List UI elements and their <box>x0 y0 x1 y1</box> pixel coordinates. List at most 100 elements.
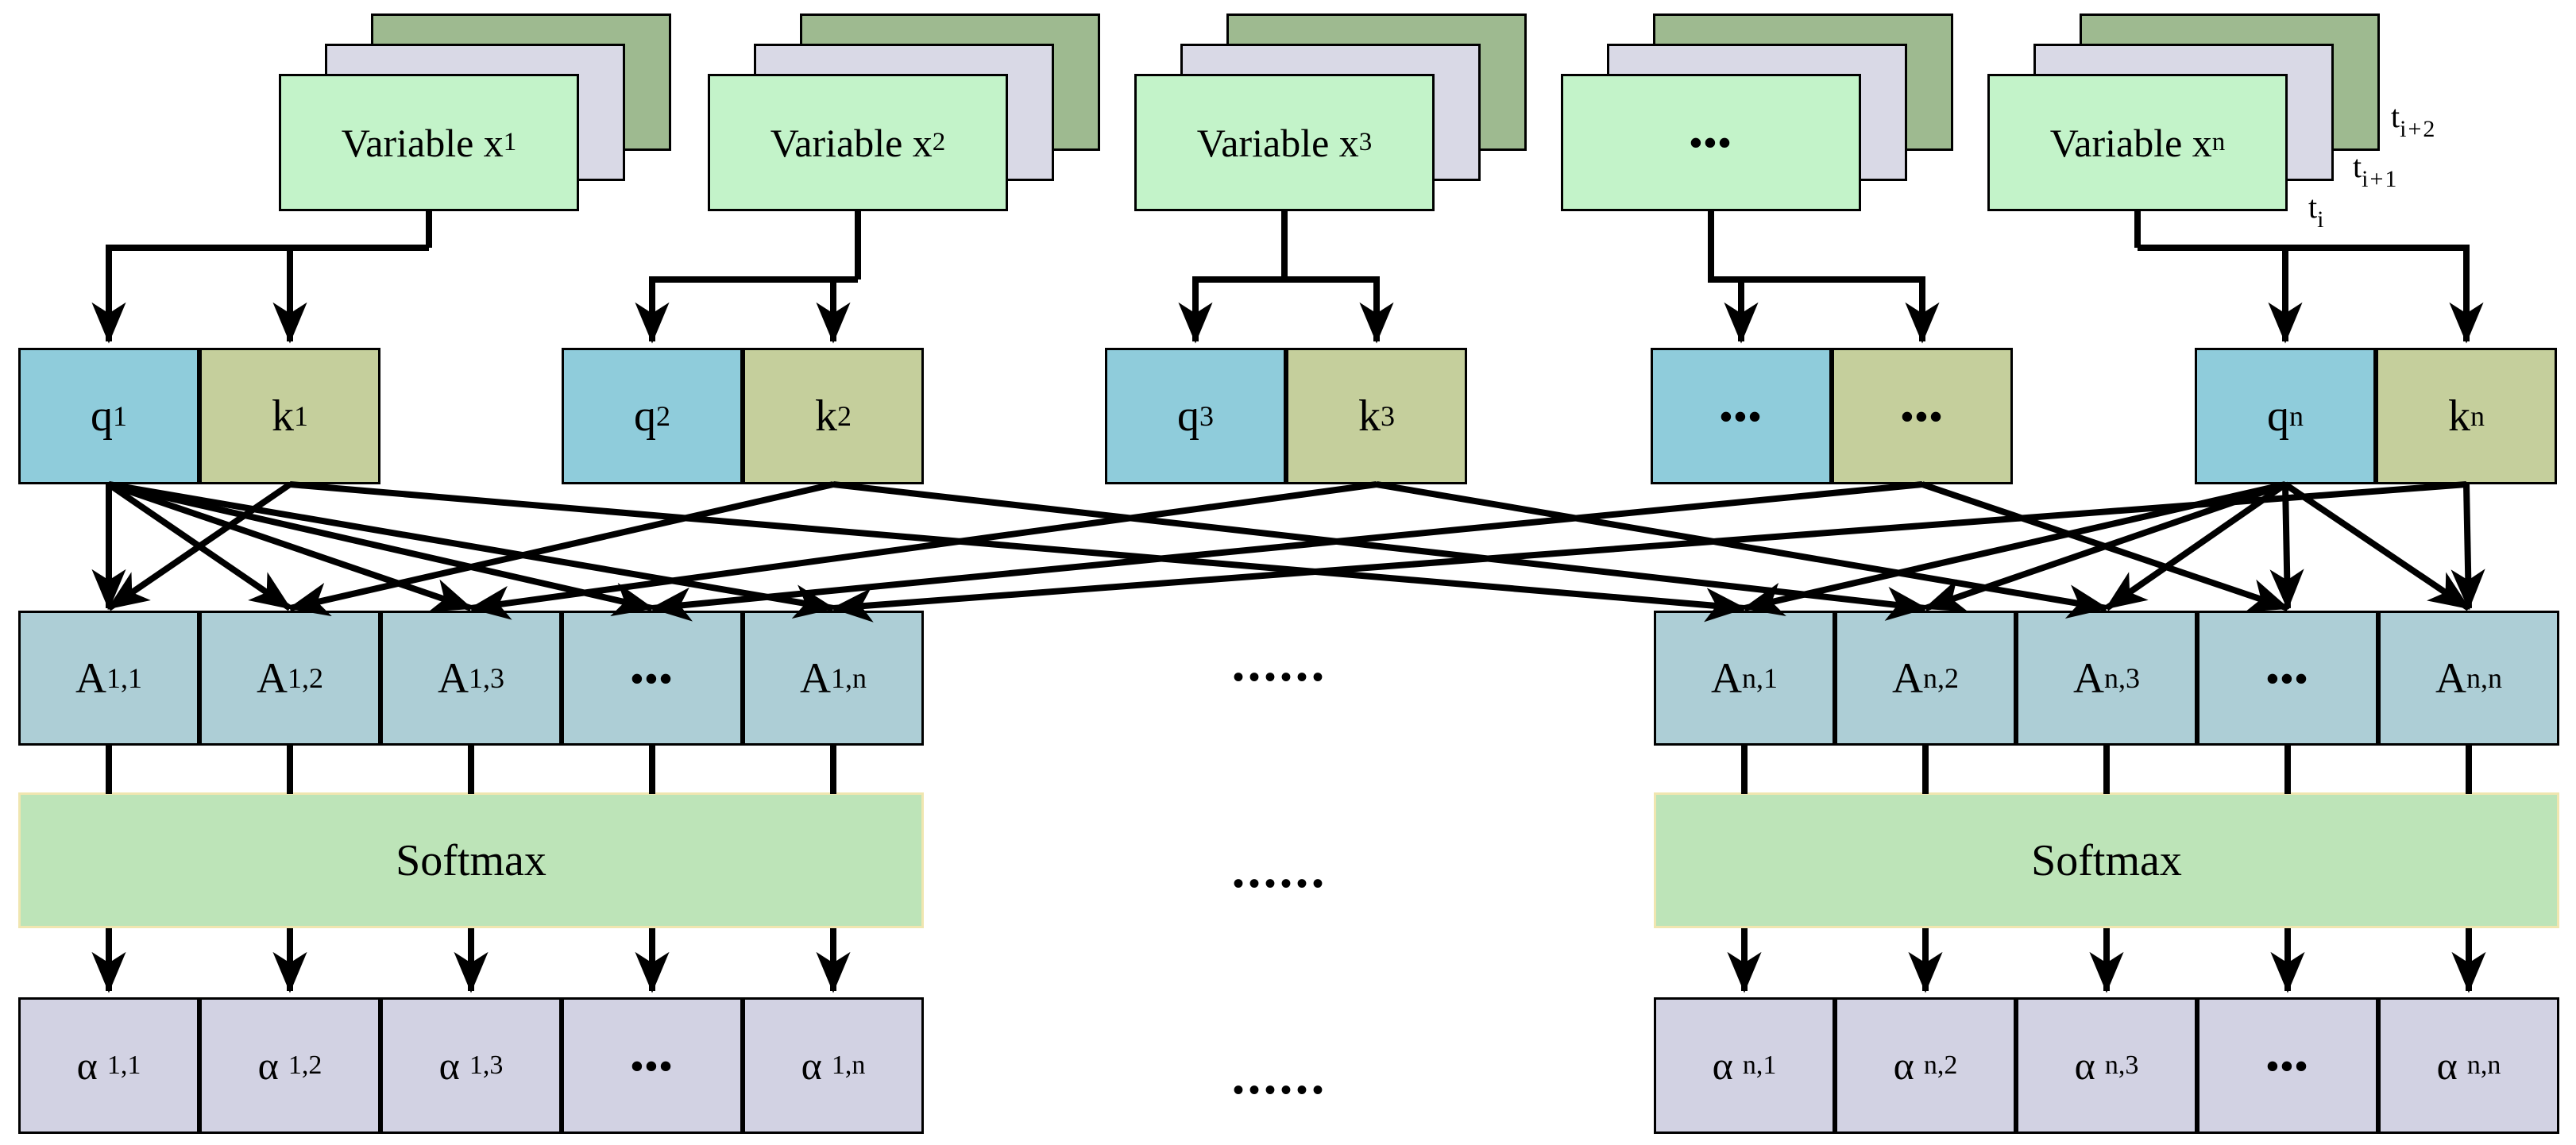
k-superscript: 2 <box>837 400 852 432</box>
k-label: k <box>2448 391 2470 441</box>
ellipsis-dots: ••• <box>630 657 674 699</box>
cell-label: α <box>1712 1043 1733 1088</box>
alpha-cell-nn: α n,n <box>2378 997 2559 1134</box>
cell-label: α <box>438 1043 460 1088</box>
cell-subscript: n,n <box>2466 662 2502 694</box>
card3-elbow <box>1192 210 1380 283</box>
arrow-k3-an3 <box>1376 481 2109 619</box>
key-box-ellipsis: ••• <box>1832 348 2013 484</box>
arrow-kn-a1n <box>831 481 2467 623</box>
q-label: q <box>1177 391 1199 441</box>
cell-subscript: n,n <box>2466 1051 2501 1080</box>
card4-elbow <box>1708 210 1925 283</box>
card2-elbow <box>649 210 861 283</box>
k-superscript: 3 <box>1381 400 1395 432</box>
q-superscript: n <box>2289 400 2304 432</box>
cell-label: α <box>257 1043 279 1088</box>
q-superscript: 2 <box>656 400 670 432</box>
q-superscript: 3 <box>1199 400 1214 432</box>
attention-cell-a1-ellipsis: ••• <box>562 611 743 746</box>
alpha-cell-n-ellipsis: ••• <box>2197 997 2378 1134</box>
card-superscript: n <box>2211 128 2226 156</box>
arrow-k2-a12 <box>288 481 834 617</box>
arrow-qn-an2 <box>1923 481 2287 612</box>
time-label-sub: i <box>2317 206 2326 233</box>
cell-subscript: 1,2 <box>288 1051 322 1080</box>
card-label: Variable x <box>2049 120 2212 165</box>
time-label-base: t <box>2308 189 2318 225</box>
time-label-sub: i+2 <box>2400 116 2437 142</box>
attention-cell-an-ellipsis: ••• <box>2197 611 2378 746</box>
arrow-q1-a13 <box>107 481 473 612</box>
middle-ellipsis-row-softmax: •••••• <box>1232 865 1329 901</box>
cell-subscript: 1,1 <box>106 1051 141 1080</box>
card-superscript: 1 <box>503 128 517 156</box>
cell-subscript: n,2 <box>1923 1051 1958 1080</box>
card-label: Variable x <box>341 120 504 165</box>
k-superscript: 1 <box>294 400 308 432</box>
query-box-ellipsis: ••• <box>1651 348 1832 484</box>
q-label: q <box>2267 391 2289 441</box>
cell-subscript: 1,1 <box>106 662 142 694</box>
cell-label: α <box>1893 1043 1914 1088</box>
k-label: k <box>1358 391 1381 441</box>
cell-subscript: n,3 <box>2104 662 2140 694</box>
k-superscript: n <box>2470 400 2485 432</box>
alpha-cell-n2: α n,2 <box>1835 997 2016 1134</box>
card-superscript: 2 <box>932 128 946 156</box>
cell-label: A <box>2073 654 2104 702</box>
cell-label: A <box>800 654 831 702</box>
card1-elbow <box>106 210 432 251</box>
time-label-base: t <box>2353 148 2362 184</box>
cell-subscript: n,3 <box>2104 1051 2139 1080</box>
k-label: k <box>272 391 294 441</box>
arrow-qn-an1 <box>1742 481 2286 617</box>
cell-subscript: n,1 <box>1742 1051 1777 1080</box>
ellipsis-dots: ••• <box>1719 395 1763 437</box>
cell-label: α <box>2436 1043 2458 1088</box>
card-label: Variable x <box>1196 120 1359 165</box>
cell-label: A <box>257 654 288 702</box>
cell-subscript: 1,3 <box>469 1051 504 1080</box>
alpha-cell-13: α 1,3 <box>380 997 562 1134</box>
cell-subscript: 1,n <box>831 1051 866 1080</box>
alpha-cell-12: α 1,2 <box>199 997 380 1134</box>
middle-ellipsis-row-alpha: •••••• <box>1232 1072 1329 1108</box>
ellipsis-dots: ••• <box>2265 1045 2310 1086</box>
q-label: q <box>634 391 656 441</box>
softmax-label: Softmax <box>2031 835 2182 885</box>
cell-subscript: n,2 <box>1923 662 1959 694</box>
arrow-k2-an2 <box>832 481 1928 621</box>
cell-label: A <box>2435 654 2466 702</box>
time-label-t-i: ti <box>2308 188 2325 233</box>
cell-label: A <box>438 654 469 702</box>
cell-subscript: 1,n <box>831 662 867 694</box>
ellipsis-dots: ••• <box>1900 395 1945 437</box>
cell-subscript: 1,2 <box>288 662 323 694</box>
arrow-k1-a11 <box>106 481 292 611</box>
q-superscript: 1 <box>113 400 127 432</box>
card5-elbow <box>2134 210 2470 251</box>
arrow-q1-a12 <box>106 481 292 611</box>
arrow-kn-ann <box>2450 484 2485 611</box>
arrow-qn-an3 <box>2104 481 2288 611</box>
arrow-k3-a13 <box>469 481 1377 620</box>
q-label: q <box>91 391 113 441</box>
